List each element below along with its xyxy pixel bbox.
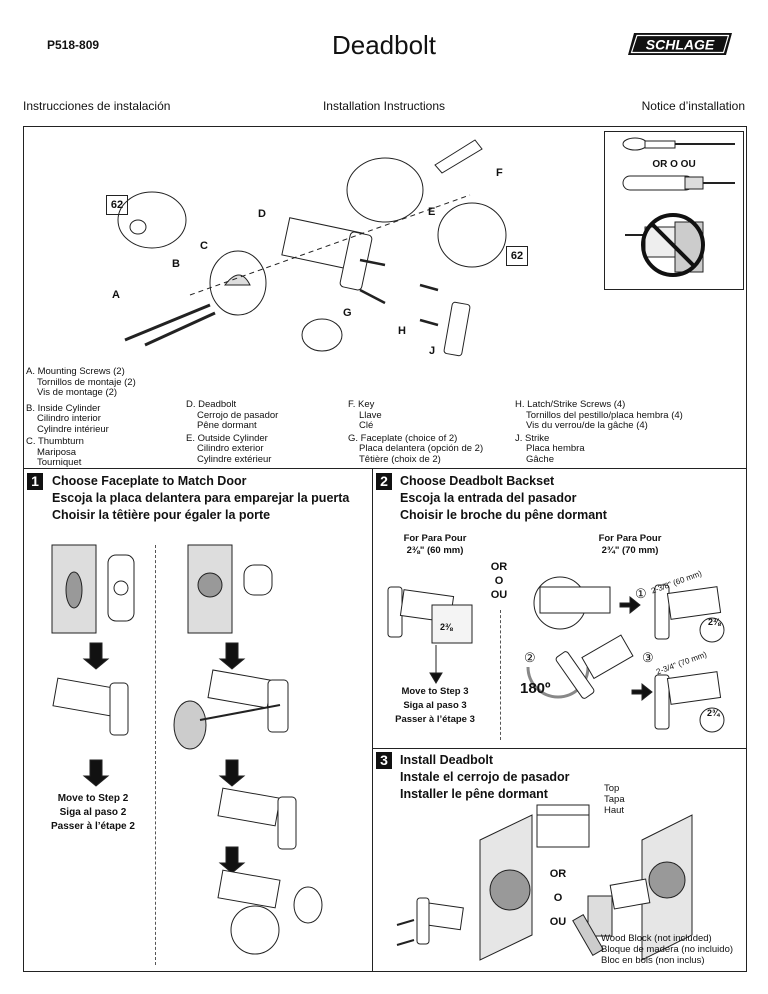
lang-french: Notice d’installation — [641, 99, 745, 113]
step1-title: Choose Faceplate to Match Door Escoja la… — [52, 474, 350, 522]
lang-english: Installation Instructions — [322, 99, 446, 113]
schlage-logo: SCHLAGE — [626, 31, 736, 57]
step2-backset-right: For Para Pour 2¾" (70 mm) — [598, 533, 662, 556]
step2-circle-2: ② — [524, 650, 536, 665]
step2-circle-1: ① — [635, 586, 647, 601]
tools-box: OR O OU — [604, 131, 744, 290]
faceplate-part — [301, 318, 343, 352]
callout-j: J — [429, 345, 436, 357]
step3-title: Install Deadbolt Instale el cerrojo de p… — [400, 753, 570, 801]
callout-h: H — [398, 325, 406, 337]
document-code: P518-809 — [47, 38, 100, 52]
step2-rotation-label: 180º — [520, 680, 551, 697]
screwdriver-icon — [622, 137, 735, 277]
step3-or: OR O OU — [549, 868, 567, 928]
step2-circle-3: ③ — [642, 650, 654, 665]
step2-backset-left: For Para Pour 2⅜" (60 mm) — [403, 533, 467, 556]
outside-cylinder-part — [346, 157, 424, 223]
step1-number: 1 — [27, 473, 43, 490]
part-a: A. Mounting Screws (2)Tornillos de monta… — [26, 366, 136, 398]
lang-spanish: Instrucciones de instalación — [23, 99, 171, 113]
step2-or: OR O OU — [490, 561, 508, 601]
size-badge-right: 62 — [506, 246, 528, 266]
parts-list-col1: A. Mounting Screws (2)Tornillos de monta… — [26, 366, 186, 469]
instruction-frame — [23, 126, 747, 972]
key-part — [434, 139, 483, 174]
callout-e: E — [428, 206, 436, 218]
callout-g: G — [343, 307, 352, 319]
step1-next: Move to Step 2 Siga al paso 2 Passer à l… — [51, 793, 135, 832]
callout-d: D — [258, 208, 266, 220]
step2-badge-2: 2¾ — [707, 708, 720, 718]
step3-number: 3 — [376, 752, 392, 769]
callout-f: F — [496, 167, 503, 179]
part-h: H. Latch/Strike Screws (4)Tornillos del … — [515, 399, 683, 431]
step2-size-label: 2⅜ — [440, 622, 453, 632]
divider-parts — [23, 468, 747, 469]
step2-divider — [500, 610, 501, 740]
step2-number: 2 — [376, 473, 392, 490]
parts-list-col4: H. Latch/Strike Screws (4)Tornillos del … — [515, 399, 735, 465]
brand-text: SCHLAGE — [646, 37, 715, 53]
divider-step3 — [372, 748, 747, 749]
callout-b: B — [172, 258, 180, 270]
logo-shape: SCHLAGE — [628, 33, 732, 55]
step1-divider — [155, 545, 156, 965]
step2-illustration — [387, 576, 725, 733]
strike-part — [443, 301, 471, 357]
step2-badge-1: 2⅜ — [708, 617, 721, 627]
step3-top-label: Top Tapa Haut — [604, 783, 625, 816]
tools-or-label: OR O OU — [652, 159, 696, 170]
inside-cylinder-part — [117, 191, 187, 249]
step3-illustration — [396, 804, 693, 961]
step2-next: Move to Step 3 Siga al paso 3 Passer à l… — [395, 686, 475, 725]
step3-wood-block-note: Wood Block (not included) Bloque de made… — [601, 933, 734, 966]
divider-steps — [372, 468, 373, 972]
page-title: Deadbolt — [331, 30, 437, 60]
step2-title: Choose Deadbolt Backset Escoja la entrad… — [400, 474, 607, 522]
callout-c: C — [200, 240, 208, 252]
callout-a: A — [112, 289, 120, 301]
exploded-parts-diagram — [117, 139, 507, 357]
size-badge-left: 62 — [106, 195, 128, 215]
part-g: G. Faceplate (choice of 2)Placa delanter… — [348, 432, 484, 465]
step1-illustration — [51, 544, 323, 955]
